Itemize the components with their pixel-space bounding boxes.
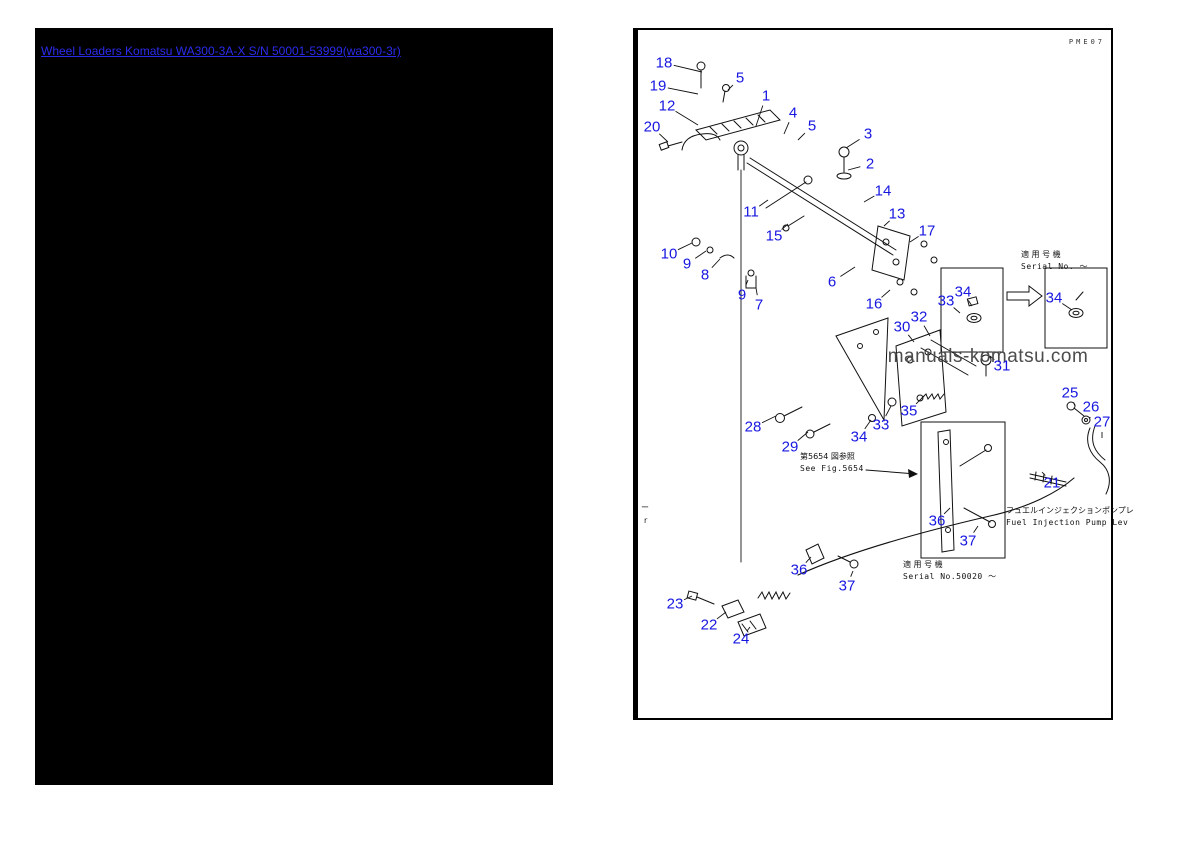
page-code: PME07 bbox=[1068, 38, 1105, 46]
callout-23: 23 bbox=[666, 595, 684, 613]
serial-bottom-jp: 適 用 号 機 bbox=[903, 560, 943, 569]
callout-32: 32 bbox=[910, 308, 928, 326]
callout-4: 4 bbox=[788, 104, 798, 122]
callout-1: 1 bbox=[761, 87, 771, 105]
callout-9: 9 bbox=[737, 286, 747, 304]
callout-34: 34 bbox=[1045, 289, 1063, 307]
callout-21: 21 bbox=[1043, 474, 1061, 492]
callout-18: 18 bbox=[655, 54, 673, 72]
callout-34: 34 bbox=[954, 283, 972, 301]
parts-diagram-panel: PME07 bbox=[633, 28, 1134, 720]
callout-12: 12 bbox=[658, 97, 676, 115]
callout-26: 26 bbox=[1082, 398, 1100, 416]
callout-5: 5 bbox=[735, 69, 745, 87]
callout-10: 10 bbox=[660, 245, 678, 263]
watermark-text: manuals-komatsu.com bbox=[887, 346, 1089, 367]
callout-25: 25 bbox=[1061, 384, 1079, 402]
callout-19: 19 bbox=[649, 77, 667, 95]
callout-24: 24 bbox=[732, 630, 750, 648]
callout-36: 36 bbox=[790, 561, 808, 579]
fuel-lever-jp: フュエルインジェクションポンプレ bbox=[1006, 506, 1134, 515]
breadcrumb-link[interactable]: Wheel Loaders Komatsu WA300-3A-X S/N 500… bbox=[41, 44, 401, 58]
diagram-canvas: PME07 bbox=[638, 30, 1134, 718]
callout-leader-lines bbox=[658, 64, 1103, 632]
callout-30: 30 bbox=[893, 318, 911, 336]
callout-33: 33 bbox=[937, 292, 955, 310]
serial-top-en: Serial No. ～ bbox=[1021, 262, 1088, 271]
callout-8: 8 bbox=[700, 266, 710, 284]
fuel-lever-en: Fuel Injection Pump Lev bbox=[1006, 518, 1129, 527]
parts-drawing bbox=[658, 61, 1110, 637]
callout-6: 6 bbox=[827, 273, 837, 291]
callout-15: 15 bbox=[765, 227, 783, 245]
see-fig-note: 第5654 図参照 See Fig.5654 bbox=[800, 450, 864, 475]
callout-37: 37 bbox=[838, 577, 856, 595]
serial-top-jp: 適 用 号 機 bbox=[1021, 250, 1061, 259]
callout-28: 28 bbox=[744, 418, 762, 436]
callout-14: 14 bbox=[874, 182, 892, 200]
callout-7: 7 bbox=[754, 296, 764, 314]
serial-note-top: 適 用 号 機 Serial No. ～ bbox=[1021, 248, 1088, 273]
callout-36: 36 bbox=[928, 512, 946, 530]
clipped-edge-text-2: r bbox=[644, 516, 648, 525]
callout-37: 37 bbox=[959, 532, 977, 550]
callout-13: 13 bbox=[888, 205, 906, 223]
callout-34: 34 bbox=[850, 428, 868, 446]
callout-31: 31 bbox=[993, 357, 1011, 375]
callout-29: 29 bbox=[781, 438, 799, 456]
callout-33: 33 bbox=[872, 416, 890, 434]
fuel-lever-note: フュエルインジェクションポンプレ Fuel Injection Pump Lev bbox=[1006, 504, 1134, 529]
callout-17: 17 bbox=[918, 222, 936, 240]
callout-3: 3 bbox=[863, 125, 873, 143]
see-fig-en: See Fig.5654 bbox=[800, 464, 864, 473]
see-fig-jp: 第5654 図参照 bbox=[800, 452, 855, 461]
callout-27: 27 bbox=[1093, 413, 1111, 431]
serial-note-bottom: 適 用 号 機 Serial No.50020 ～ bbox=[903, 558, 997, 583]
callout-5: 5 bbox=[807, 117, 817, 135]
callout-20: 20 bbox=[643, 118, 661, 136]
callout-16: 16 bbox=[865, 295, 883, 313]
serial-bottom-en: Serial No.50020 ～ bbox=[903, 572, 997, 581]
callout-22: 22 bbox=[700, 616, 718, 634]
callout-2: 2 bbox=[865, 155, 875, 173]
callout-9: 9 bbox=[682, 255, 692, 273]
clipped-edge-text-1: ー bbox=[641, 503, 649, 512]
left-black-image-panel bbox=[35, 28, 553, 785]
callout-35: 35 bbox=[900, 402, 918, 420]
callout-11: 11 bbox=[743, 203, 759, 221]
